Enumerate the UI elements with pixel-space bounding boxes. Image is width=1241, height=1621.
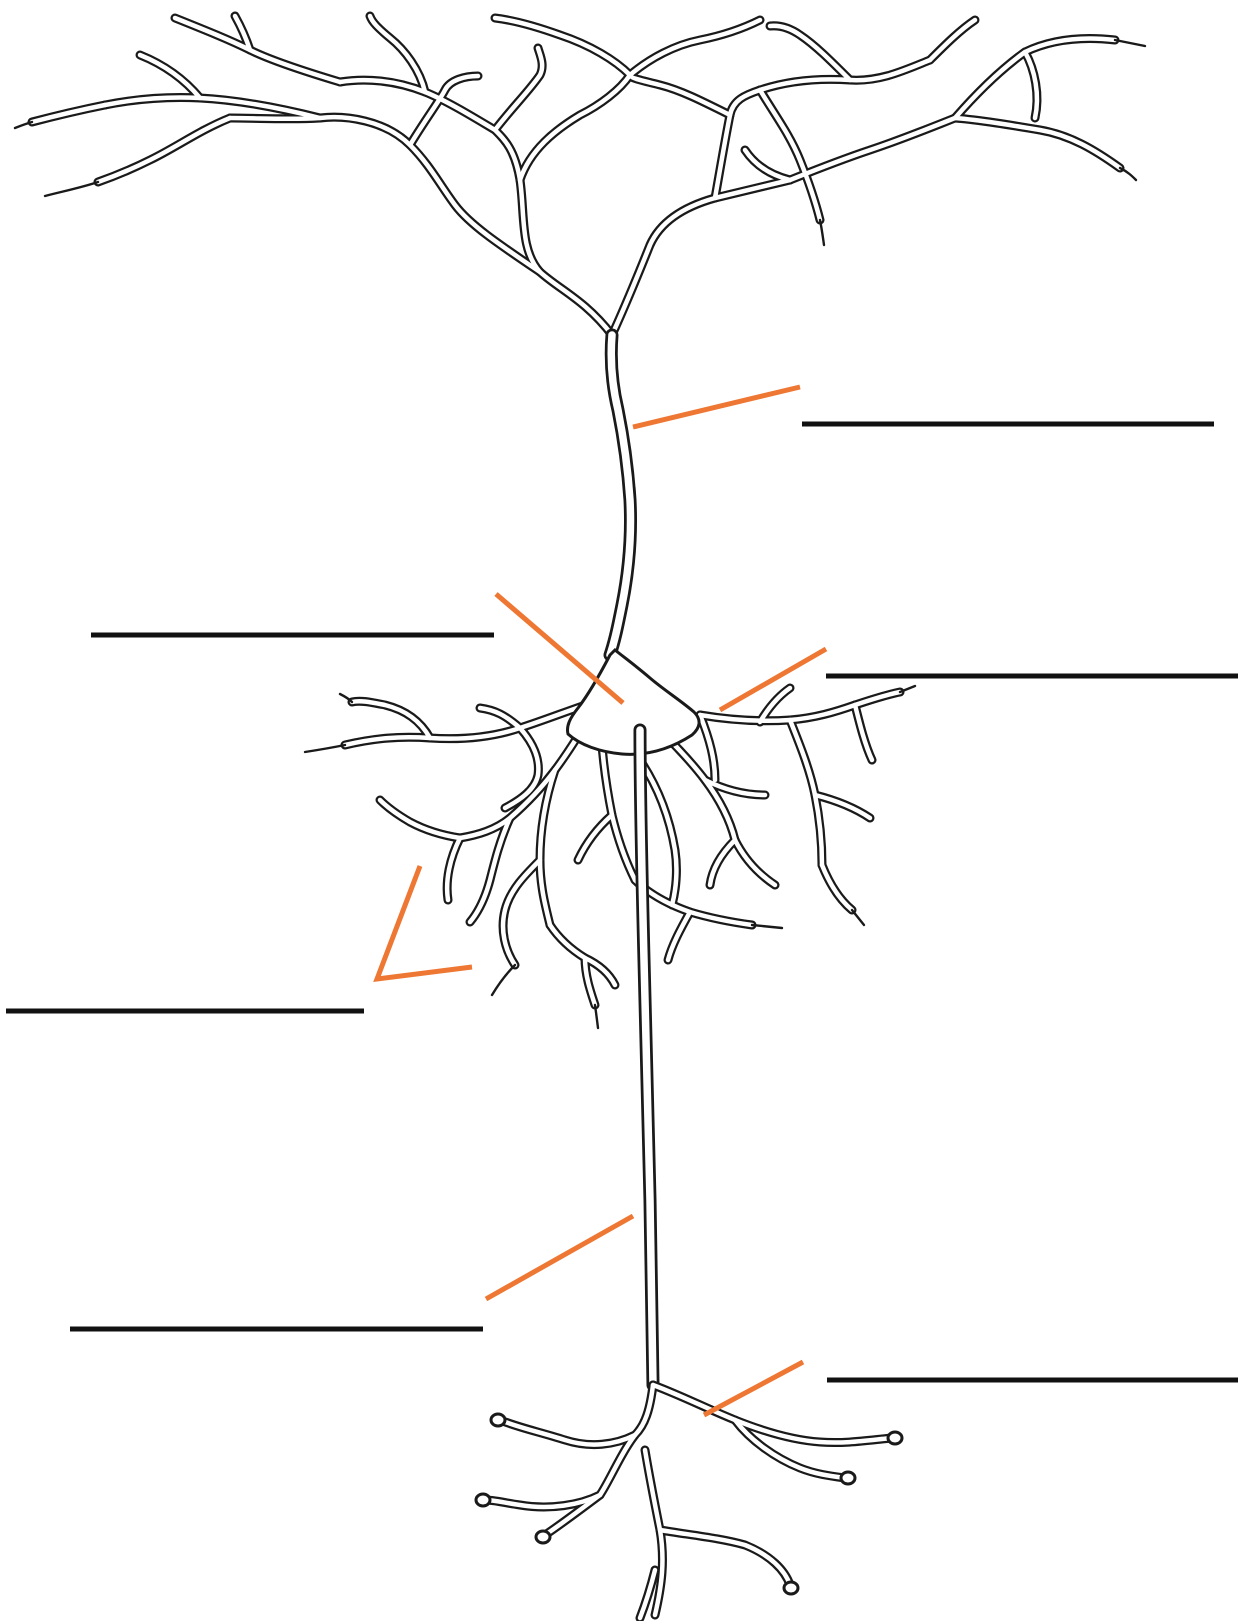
axon-terminals — [476, 1385, 902, 1618]
soma — [567, 650, 699, 754]
leader-line-2 — [496, 594, 623, 703]
leader-line-6 — [704, 1362, 803, 1415]
apical-dendrite-tuft — [15, 16, 1145, 335]
axon — [640, 730, 653, 1385]
leader-line-4 — [377, 866, 472, 979]
leader-line-5 — [486, 1216, 633, 1299]
leader-line-1 — [633, 387, 800, 427]
apical-trunk — [610, 335, 631, 655]
